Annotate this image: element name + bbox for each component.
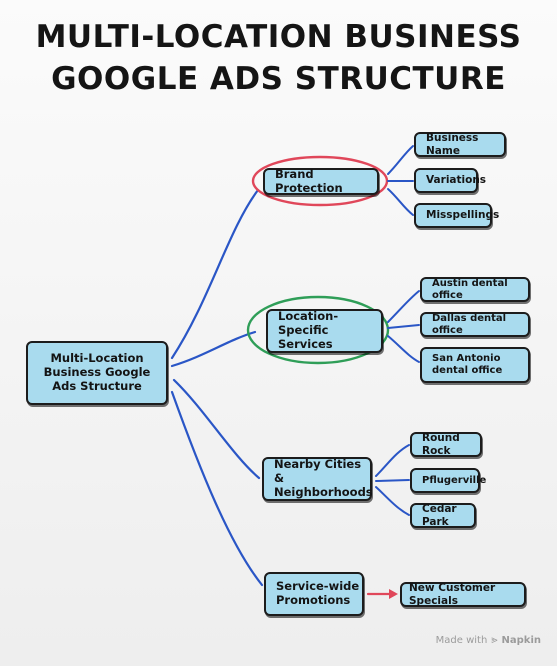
leaf-node-cedar-park: Cedar Park — [410, 503, 476, 528]
leaf-node-san-antonio: San Antonio dental office — [420, 347, 530, 383]
branch-node-nearby-cities: Nearby Cities & Neighborhoods — [262, 457, 373, 501]
branch-label-location-specific: Location-Specific Services — [278, 309, 339, 351]
napkin-logo-icon: ⪢ — [491, 633, 498, 646]
leaf-label-variations: Variations — [426, 174, 487, 187]
promotions-arrow-head — [389, 589, 398, 599]
leaf-label-dallas: Dallas dental office — [432, 312, 507, 336]
connector-location-dallas — [387, 324, 420, 329]
leaf-node-pflugerville: Pflugerville — [410, 468, 486, 493]
connector-root-promotions — [170, 390, 264, 587]
branch-label-nearby-cities: Nearby Cities & Neighborhoods — [274, 457, 373, 499]
leaf-node-new-customer-specials: New Customer Specials — [400, 582, 526, 607]
napkin-brand-label: Napkin — [501, 634, 541, 646]
branch-label-brand-protection: Brand Protection — [275, 166, 343, 195]
connector-nearby-pflugerville — [375, 479, 410, 482]
branch-node-promotions: Service-wide Promotions — [264, 572, 364, 616]
connector-root-location-specific — [170, 330, 257, 368]
diagram-title-line-1: Multi-Location Business — [35, 19, 522, 55]
connector-nearby-cedar-park — [375, 486, 410, 516]
branch-node-location-specific: Location-Specific Services — [266, 309, 383, 353]
location-specific-highlight-ellipse — [246, 295, 390, 365]
leaf-label-san-antonio: San Antonio dental office — [432, 353, 503, 376]
leaf-label-austin: Austin dental office — [432, 277, 508, 301]
connector-root-brand-protection — [170, 188, 260, 360]
made-with-label: Made with — [435, 634, 488, 646]
leaf-node-round-rock: Round Rock — [410, 432, 482, 457]
leaf-label-cedar-park: Cedar Park — [422, 502, 457, 528]
root-node: Multi-Location Business Google Ads Struc… — [26, 341, 168, 405]
connector-brand-misspellings — [387, 188, 414, 216]
leaf-node-business-name: Business Name — [414, 132, 506, 157]
made-with-napkin-footer: Made with ⪢ Napkin — [436, 633, 541, 647]
branch-label-promotions: Service-wide Promotions — [276, 579, 360, 607]
leaf-node-austin: Austin dental office — [420, 277, 530, 302]
connector-brand-business-name — [387, 145, 414, 175]
connector-nearby-round-rock — [375, 444, 410, 477]
leaf-node-variations: Variations — [414, 168, 486, 193]
leaf-label-new-customer-specials: New Customer Specials — [409, 581, 496, 607]
leaf-node-misspellings: Misspellings — [414, 203, 499, 228]
connector-root-nearby-cities — [172, 378, 261, 480]
root-node-label: Multi-Location Business Google Ads Struc… — [43, 351, 151, 393]
leaf-node-dallas: Dallas dental office — [420, 312, 530, 337]
leaf-label-misspellings: Misspellings — [426, 209, 500, 222]
connector-location-san-antonio — [387, 335, 420, 363]
leaf-label-round-rock: Round Rock — [422, 431, 460, 457]
leaf-label-pflugerville: Pflugerville — [422, 474, 487, 486]
leaf-label-business-name: Business Name — [426, 131, 479, 157]
diagram-title-line-2: Google Ads Structure — [51, 61, 506, 97]
branch-node-brand-protection: Brand Protection — [263, 166, 379, 195]
connector-location-austin — [387, 290, 420, 323]
